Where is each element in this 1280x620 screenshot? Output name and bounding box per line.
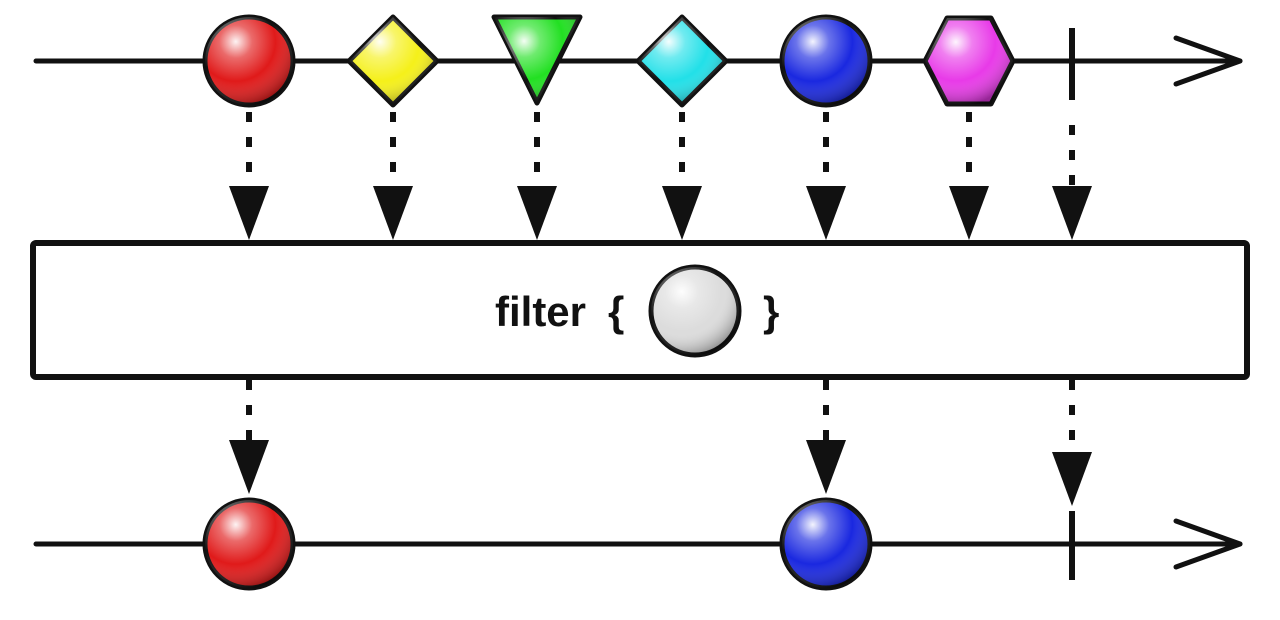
input-connectors	[229, 112, 1092, 240]
dotted-arrow	[517, 112, 557, 240]
output-timeline	[33, 497, 1243, 591]
yellow-diamond-icon	[346, 14, 440, 108]
operator-open-brace: {	[608, 288, 624, 335]
operator-box-frame	[30, 240, 1250, 380]
red-circle-icon	[202, 14, 296, 108]
dotted-arrow	[229, 380, 269, 494]
dotted-arrow	[229, 112, 269, 240]
dotted-arrow	[806, 112, 846, 240]
dotted-arrow	[806, 380, 846, 494]
operator-box: filter { }	[30, 240, 1250, 380]
input-timeline-arrowhead	[1173, 35, 1243, 87]
blue-circle-icon	[779, 14, 873, 108]
circle-icon	[648, 264, 742, 358]
magenta-hexagon-icon	[922, 15, 1016, 107]
cyan-diamond-icon	[635, 14, 729, 108]
dotted-arrow	[373, 112, 413, 240]
completion-dotted-arrow	[1052, 125, 1092, 240]
blue-circle-icon	[779, 497, 873, 591]
dotted-arrow	[662, 112, 702, 240]
dotted-arrow	[949, 112, 989, 240]
green-triangle-icon	[491, 14, 583, 106]
output-timeline-arrowhead	[1173, 518, 1243, 570]
output-connectors	[229, 380, 1092, 506]
input-timeline	[33, 14, 1243, 108]
operator-name: filter	[495, 288, 586, 335]
completion-dotted-arrow	[1052, 380, 1092, 506]
output-marbles	[202, 497, 873, 591]
red-circle-icon	[202, 497, 296, 591]
operator-close-brace: }	[763, 288, 779, 335]
input-marbles	[202, 14, 1016, 108]
